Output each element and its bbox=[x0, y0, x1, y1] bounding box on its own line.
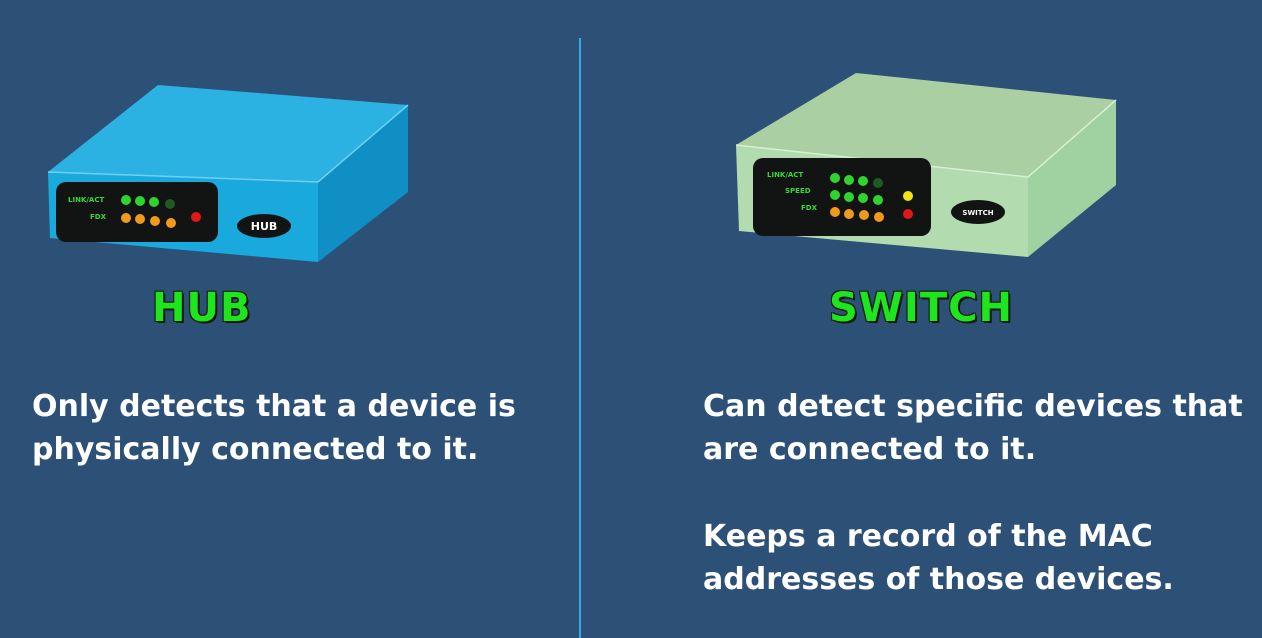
switch-led bbox=[873, 178, 883, 188]
switch-led bbox=[858, 193, 868, 203]
switch-led bbox=[874, 212, 884, 222]
hub-panel-label-linkact: LINK/ACT bbox=[68, 196, 104, 204]
switch-led bbox=[830, 173, 840, 183]
switch-led-red bbox=[903, 209, 913, 219]
switch-panel-label-fdx: FDX bbox=[801, 204, 818, 212]
switch-description-2: Keeps a record of the MAC addresses of t… bbox=[703, 519, 1174, 597]
hub-description: Only detects that a device is physically… bbox=[32, 389, 516, 467]
switch-led bbox=[858, 176, 868, 186]
switch-led bbox=[830, 190, 840, 200]
hub-title: HUB bbox=[152, 285, 252, 331]
switch-led bbox=[830, 207, 840, 217]
switch-led bbox=[844, 209, 854, 219]
hub-device-image: LINK/ACT FDX HUB bbox=[40, 80, 420, 270]
switch-led bbox=[844, 175, 854, 185]
center-divider bbox=[579, 38, 581, 638]
switch-panel-label-linkact: LINK/ACT bbox=[767, 171, 803, 179]
switch-led bbox=[844, 192, 854, 202]
switch-led bbox=[873, 195, 883, 205]
hub-panel: LINK/ACT FDX HUB HUB Only detects that a… bbox=[0, 0, 579, 638]
switch-panel: LINK/ACT SPEED FDX SWITCH SWITCH bbox=[581, 0, 1262, 638]
switch-device-image: LINK/ACT SPEED FDX SWITCH bbox=[731, 65, 1131, 265]
hub-device-label: HUB bbox=[251, 220, 278, 233]
hub-led bbox=[150, 216, 160, 226]
switch-device-label: SWITCH bbox=[962, 209, 993, 217]
switch-panel-label-speed: SPEED bbox=[785, 187, 811, 195]
hub-led bbox=[121, 213, 131, 223]
switch-led bbox=[859, 210, 869, 220]
hub-led bbox=[121, 195, 131, 205]
switch-description-1: Can detect specific devices that are con… bbox=[703, 389, 1243, 467]
switch-title: SWITCH bbox=[829, 285, 1013, 331]
hub-led bbox=[135, 196, 145, 206]
hub-led bbox=[149, 197, 159, 207]
switch-led-yellow bbox=[903, 191, 913, 201]
hub-led-red bbox=[191, 212, 201, 222]
hub-panel-label-fdx: FDX bbox=[90, 213, 107, 221]
hub-led bbox=[135, 214, 145, 224]
hub-led bbox=[166, 218, 176, 228]
hub-led bbox=[165, 199, 175, 209]
